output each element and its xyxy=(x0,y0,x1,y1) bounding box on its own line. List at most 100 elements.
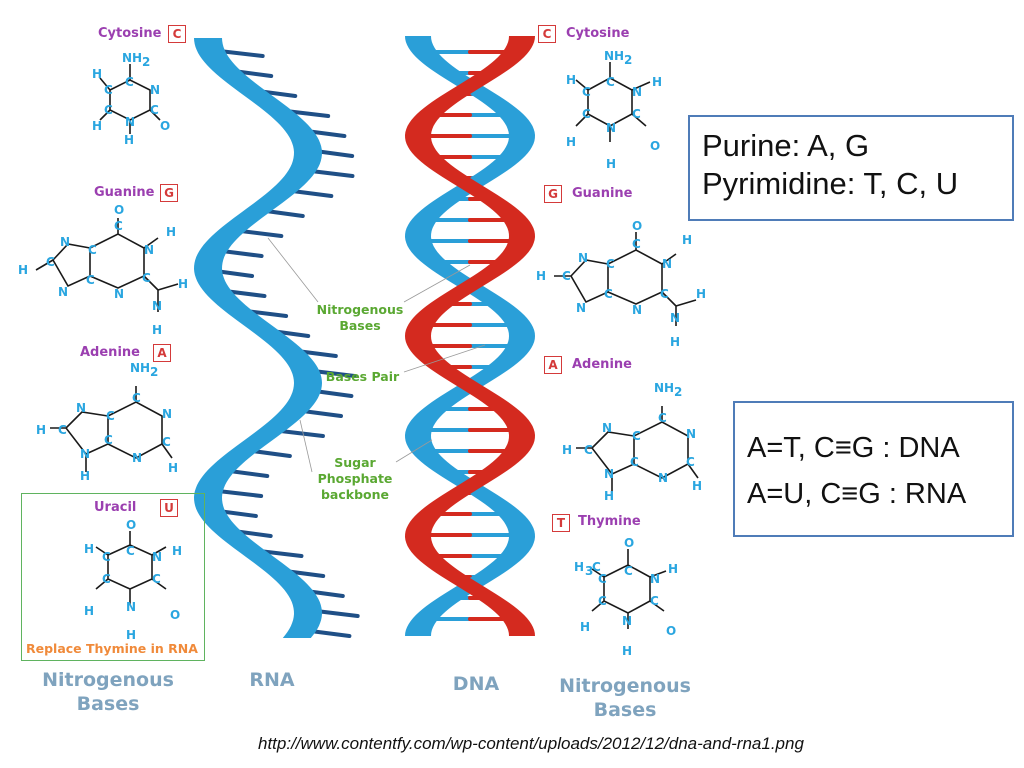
svg-text:C: C xyxy=(162,435,171,449)
svg-text:C: C xyxy=(606,257,615,271)
svg-text:C: C xyxy=(142,271,151,285)
rna-backbone-strand xyxy=(194,38,322,638)
svg-text:N: N xyxy=(162,407,172,421)
right-guanine-name: Guanine xyxy=(572,186,633,201)
svg-text:N: N xyxy=(114,287,124,301)
svg-text:N: N xyxy=(150,83,160,97)
svg-text:H: H xyxy=(36,423,46,437)
svg-text:H: H xyxy=(622,644,632,658)
svg-text:C: C xyxy=(606,75,615,89)
svg-text:O: O xyxy=(114,203,124,217)
svg-text:NH: NH xyxy=(604,49,624,63)
svg-text:H: H xyxy=(606,157,616,171)
svg-text:H: H xyxy=(604,489,614,503)
helix-strands xyxy=(194,36,535,638)
svg-text:N: N xyxy=(602,421,612,435)
svg-text:N: N xyxy=(662,257,672,271)
svg-text:N: N xyxy=(622,614,632,628)
svg-text:H: H xyxy=(92,119,102,133)
rna-pairing-text: A=U, C≡G : RNA xyxy=(747,478,967,510)
svg-text:O: O xyxy=(624,536,634,550)
bases-pair-annotation: Bases Pair xyxy=(325,369,400,384)
left-cytosine-letter: C xyxy=(168,25,186,43)
svg-text:C: C xyxy=(114,219,123,233)
svg-text:N: N xyxy=(578,251,588,265)
pyrimidine-text: Pyrimidine: T, C, U xyxy=(702,166,959,201)
svg-text:C: C xyxy=(592,560,601,574)
svg-text:H: H xyxy=(580,620,590,634)
svg-text:C: C xyxy=(125,75,134,89)
svg-text:C: C xyxy=(582,107,591,121)
svg-text:C: C xyxy=(582,85,591,99)
svg-text:C: C xyxy=(658,411,667,425)
svg-text:N: N xyxy=(132,451,142,465)
svg-text:H: H xyxy=(574,560,584,574)
svg-text:C: C xyxy=(86,273,95,287)
svg-text:H: H xyxy=(668,562,678,576)
svg-text:C: C xyxy=(562,269,571,283)
left-adenine-name: Adenine xyxy=(80,345,140,360)
right-cytosine-letter: C xyxy=(538,25,556,43)
svg-text:N: N xyxy=(686,427,696,441)
svg-text:3: 3 xyxy=(585,564,593,578)
left-guanine-letter: G xyxy=(160,184,178,202)
dna-backbone-blue xyxy=(405,36,535,636)
svg-text:H: H xyxy=(166,225,176,239)
svg-text:C: C xyxy=(630,455,639,469)
right-guanine-letter: G xyxy=(544,185,562,203)
svg-text:H: H xyxy=(126,628,136,642)
svg-text:H: H xyxy=(682,233,692,247)
svg-text:H: H xyxy=(172,544,182,558)
left-cytosine-name: Cytosine xyxy=(98,26,162,41)
svg-text:C: C xyxy=(102,572,111,586)
source-url: http://www.contentfy.com/wp-content/uplo… xyxy=(258,734,804,753)
svg-text:N: N xyxy=(152,299,162,313)
nitrogenous-bases-annotation: Nitrogenous Bases xyxy=(310,302,410,334)
svg-text:C: C xyxy=(584,443,593,457)
right-cytosine-name: Cytosine xyxy=(566,26,630,41)
svg-text:O: O xyxy=(650,139,660,153)
right-nitro-line1: Nitrogenous xyxy=(559,675,691,697)
left-guanine-structure: HCN CCO NHN CNC NHH xyxy=(18,203,188,337)
svg-text:H: H xyxy=(168,461,178,475)
left-nitro-line1: Nitrogenous xyxy=(42,669,174,691)
dna-backbone-red xyxy=(405,36,535,636)
svg-text:NH: NH xyxy=(130,361,150,375)
svg-text:C: C xyxy=(632,429,641,443)
nitrogenous-annotation-line2: Bases xyxy=(339,318,381,333)
svg-text:N: N xyxy=(152,550,162,564)
svg-text:O: O xyxy=(126,518,136,532)
left-nitro-line2: Bases xyxy=(76,693,140,715)
annotation-leader-lines xyxy=(267,237,486,473)
svg-text:2: 2 xyxy=(674,385,682,399)
svg-text:H: H xyxy=(178,277,188,291)
dna-pairing-text: A=T, C≡G : DNA xyxy=(747,432,960,464)
svg-text:N: N xyxy=(670,311,680,325)
svg-text:H: H xyxy=(670,335,680,349)
dna-rungs xyxy=(416,50,524,621)
base-pairing-box: A=T, C≡G : DNA A=U, C≡G : RNA xyxy=(733,401,1014,537)
svg-text:C: C xyxy=(104,83,113,97)
svg-text:C: C xyxy=(632,107,641,121)
purine-text: Purine: A, G xyxy=(702,128,870,163)
svg-text:N: N xyxy=(144,243,154,257)
sugar-annotation-line3: backbone xyxy=(320,487,390,502)
nitrogenous-annotation-line1: Nitrogenous xyxy=(316,302,404,317)
right-thymine-name: Thymine xyxy=(578,514,641,529)
svg-text:O: O xyxy=(170,608,180,622)
svg-text:H: H xyxy=(84,604,94,618)
svg-text:2: 2 xyxy=(624,53,632,67)
left-adenine-letter: A xyxy=(153,344,171,362)
svg-text:H: H xyxy=(80,469,90,483)
svg-text:C: C xyxy=(132,391,141,405)
uracil-letter: U xyxy=(160,499,178,517)
right-nitrogenous-bases-label: Nitrogenous Bases xyxy=(545,674,705,722)
svg-text:N: N xyxy=(632,85,642,99)
svg-text:O: O xyxy=(666,624,676,638)
